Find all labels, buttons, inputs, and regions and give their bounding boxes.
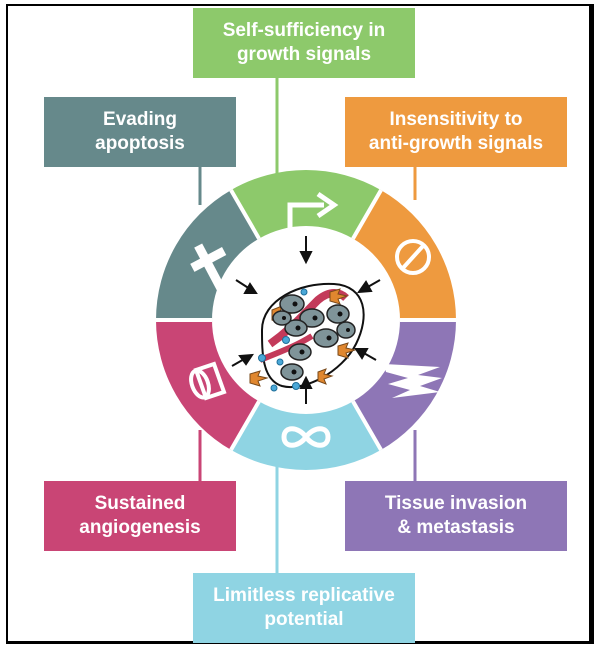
vessel-tube-icon <box>189 361 227 401</box>
arrow-from-bottom-left <box>231 353 254 367</box>
arrow-from-top <box>299 236 313 265</box>
no-entry-icon <box>395 239 431 275</box>
evading-apoptosis-box: Evading apoptosis <box>44 97 236 167</box>
self-sufficiency-box: Self-sufficiency in growth signals <box>193 8 415 78</box>
cross-icon <box>190 243 227 291</box>
limitless-replication-box: Limitless replicative potential <box>193 573 415 643</box>
ring-segment-insensitivity <box>353 190 456 320</box>
arrow-from-top-left <box>235 279 258 294</box>
arrow-from-top-right <box>356 279 381 294</box>
connector-lines <box>198 78 417 573</box>
bent-arrow-icon <box>287 191 339 232</box>
tissue-invasion-box: Tissue invasion & metastasis <box>345 481 567 551</box>
arrow-from-bottom <box>299 375 313 404</box>
tumor-illustration <box>249 282 365 392</box>
inward-arrows <box>231 236 381 404</box>
jagged-crack-icon <box>384 364 442 398</box>
angiogenesis-box: Sustained angiogenesis <box>44 481 236 551</box>
infinity-icon <box>281 426 331 448</box>
insensitivity-box: Insensitivity to anti-growth signals <box>345 97 567 167</box>
arrow-from-bottom-right <box>354 348 377 361</box>
